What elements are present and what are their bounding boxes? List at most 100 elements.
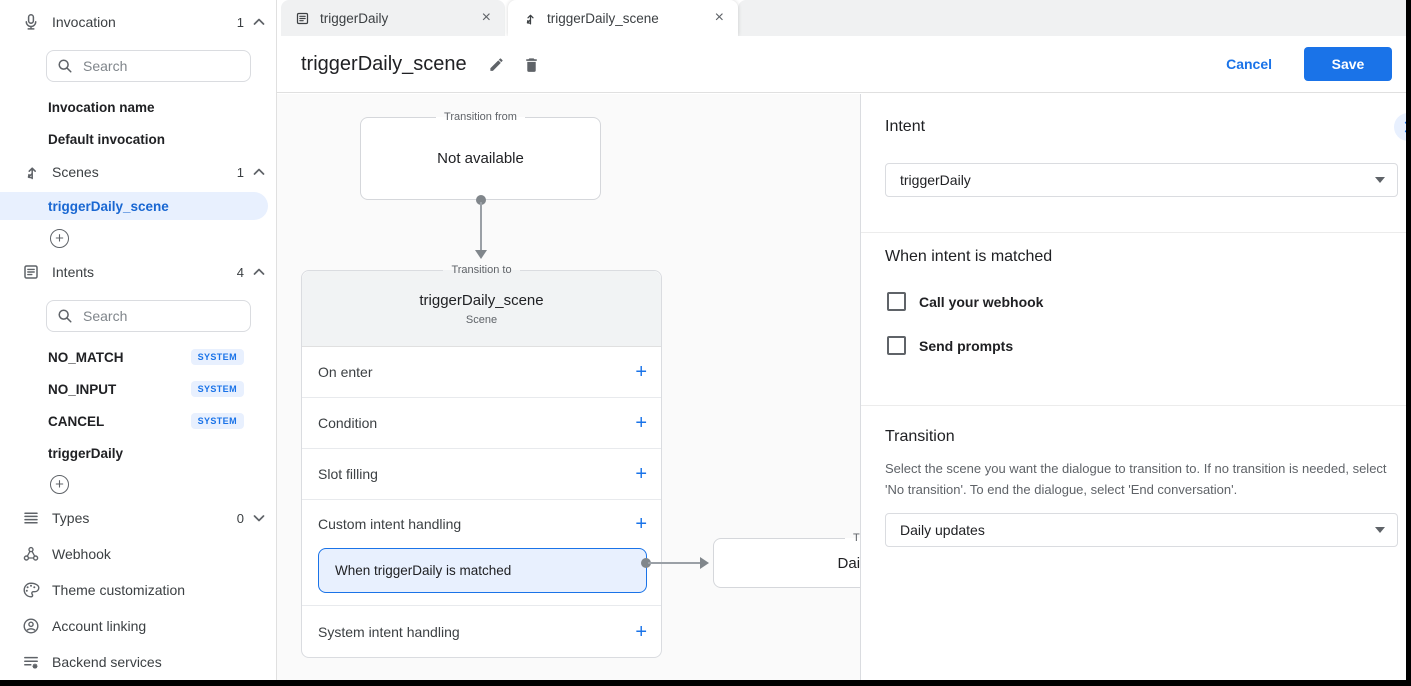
- transition-heading: Transition: [885, 428, 955, 445]
- search-input[interactable]: [81, 307, 250, 325]
- scene-card[interactable]: Transition to triggerDaily_scene Scene O…: [301, 264, 662, 658]
- checkbox-unchecked[interactable]: [887, 292, 906, 311]
- search-icon: [58, 309, 72, 323]
- search-icon: [58, 59, 72, 73]
- section-system-intent-handling: System intent handling +: [318, 620, 647, 643]
- add-on-enter-button[interactable]: +: [635, 361, 647, 383]
- intent-icon: [24, 265, 38, 279]
- sidebar-section-types[interactable]: Types 0: [0, 505, 268, 531]
- intents-search[interactable]: [46, 300, 251, 332]
- when-matched-heading: When intent is matched: [885, 248, 1053, 265]
- checkbox-unchecked[interactable]: [887, 336, 906, 355]
- sidebar-item-cancel-intent[interactable]: CANCEL SYSTEM: [0, 408, 268, 434]
- dropdown-caret-icon: [1375, 177, 1385, 183]
- scene-graph-canvas[interactable]: Transition from Not available Transition…: [277, 94, 860, 686]
- sidebar-item-webhook[interactable]: Webhook: [0, 541, 268, 567]
- scene-card-subtitle: Scene: [465, 313, 498, 326]
- sidebar-item-no-match[interactable]: NO_MATCH SYSTEM: [0, 344, 268, 370]
- backend-services-icon: [24, 656, 38, 669]
- add-scene-button[interactable]: +: [50, 229, 69, 248]
- chevron-up-icon[interactable]: [250, 13, 268, 31]
- scene-card-header: triggerDaily_scene Scene: [302, 271, 661, 347]
- section-count: 4: [236, 264, 244, 280]
- call-webhook-checkbox-row[interactable]: Call your webhook: [887, 292, 1043, 311]
- system-badge: SYSTEM: [190, 413, 244, 429]
- scene-card-title: triggerDaily_scene: [419, 291, 544, 309]
- section-slot-filling: Slot filling +: [302, 449, 661, 500]
- connector-line: [480, 202, 482, 250]
- webhook-icon: [23, 546, 39, 561]
- sidebar-section-intents[interactable]: Intents 4: [0, 259, 268, 285]
- sidebar-section-label: Intents: [52, 264, 95, 280]
- add-slot-filling-button[interactable]: +: [635, 463, 647, 485]
- intent-heading: Intent: [885, 118, 926, 135]
- sidebar-section-scenes[interactable]: Scenes 1: [0, 159, 268, 185]
- close-tab-icon[interactable]: ×: [714, 9, 724, 26]
- connector-dot: [641, 558, 651, 568]
- page-title: triggerDaily_scene: [301, 52, 467, 75]
- tab-triggerdaily[interactable]: triggerDaily ×: [281, 0, 505, 36]
- palette-icon: [23, 582, 40, 598]
- delete-icon[interactable]: [522, 55, 541, 74]
- tab-triggerdaily-scene[interactable]: triggerDaily_scene ×: [508, 0, 738, 36]
- intent-select[interactable]: triggerDaily: [885, 163, 1398, 197]
- node-legend: Transition to: [714, 532, 860, 544]
- transition-select[interactable]: Daily updates: [885, 513, 1398, 547]
- add-custom-intent-button[interactable]: +: [635, 513, 647, 535]
- transition-from-node[interactable]: Transition from Not available: [360, 111, 601, 200]
- intent-handler-node-selected[interactable]: When triggerDaily is matched: [318, 548, 647, 593]
- screen-edge-right: [1406, 0, 1411, 686]
- sidebar-item-backend-services[interactable]: Backend services: [0, 649, 268, 675]
- sidebar-item-theme-customization[interactable]: Theme customization: [0, 577, 268, 603]
- intent-icon: [296, 12, 309, 24]
- sidebar-section-label: Scenes: [52, 164, 99, 180]
- transition-from-text: Not available: [437, 150, 524, 167]
- section-count: 1: [236, 164, 244, 180]
- chevron-up-icon[interactable]: [250, 163, 268, 181]
- section-custom-intent-handling: Custom intent handling + When triggerDai…: [302, 500, 661, 606]
- add-system-intent-button[interactable]: +: [635, 620, 647, 643]
- sidebar-section-label: Invocation: [52, 14, 116, 30]
- invocation-search[interactable]: [46, 50, 251, 82]
- edit-icon[interactable]: [487, 55, 506, 74]
- types-icon: [24, 512, 38, 524]
- save-button[interactable]: Save: [1304, 47, 1392, 81]
- chevron-up-icon[interactable]: [250, 263, 268, 281]
- divider: [861, 405, 1411, 406]
- system-badge: SYSTEM: [190, 349, 244, 365]
- sidebar-item-triggerdaily-scene[interactable]: triggerDaily_scene: [0, 192, 268, 220]
- dropdown-caret-icon: [1375, 527, 1385, 533]
- arrow-right-icon: [700, 557, 709, 569]
- send-prompts-checkbox-row[interactable]: Send prompts: [887, 336, 1013, 355]
- add-intent-button[interactable]: +: [50, 475, 69, 494]
- sidebar-item-default-invocation[interactable]: Default invocation: [48, 131, 166, 147]
- cancel-button[interactable]: Cancel: [1226, 56, 1272, 72]
- transition-target-node[interactable]: Transition to Daily updates: [713, 532, 860, 588]
- sidebar-item-invocation-name[interactable]: Invocation name: [48, 99, 155, 115]
- intent-detail-panel: Intent triggerDaily When intent is match…: [860, 94, 1411, 686]
- section-count: 0: [236, 510, 244, 526]
- transition-target-text: Daily updates: [837, 554, 860, 572]
- connector-dot: [476, 195, 486, 205]
- section-on-enter: On enter +: [302, 347, 661, 398]
- scene-icon: [27, 167, 36, 180]
- system-badge: SYSTEM: [190, 381, 244, 397]
- tab-strip: triggerDaily × triggerDaily_scene ×: [277, 0, 1411, 36]
- transition-description: Select the scene you want the dialogue t…: [885, 461, 1387, 498]
- close-tab-icon[interactable]: ×: [481, 9, 491, 26]
- screen-edge-bottom: [0, 680, 1411, 686]
- add-condition-button[interactable]: +: [635, 412, 647, 434]
- chevron-down-icon[interactable]: [250, 509, 268, 527]
- sidebar-item-account-linking[interactable]: Account linking: [0, 613, 268, 639]
- sidebar-item-triggerdaily-intent[interactable]: triggerDaily: [48, 445, 124, 461]
- account-icon: [23, 618, 39, 634]
- sidebar-section-label: Types: [52, 510, 90, 526]
- section-count: 1: [236, 14, 244, 30]
- divider: [861, 232, 1411, 233]
- sidebar-item-no-input[interactable]: NO_INPUT SYSTEM: [0, 376, 268, 402]
- sidebar-section-invocation[interactable]: Invocation 1: [0, 9, 268, 35]
- microphone-icon: [25, 14, 37, 30]
- search-input[interactable]: [81, 57, 250, 75]
- sidebar: Invocation 1 Invocation name Default inv…: [0, 0, 277, 686]
